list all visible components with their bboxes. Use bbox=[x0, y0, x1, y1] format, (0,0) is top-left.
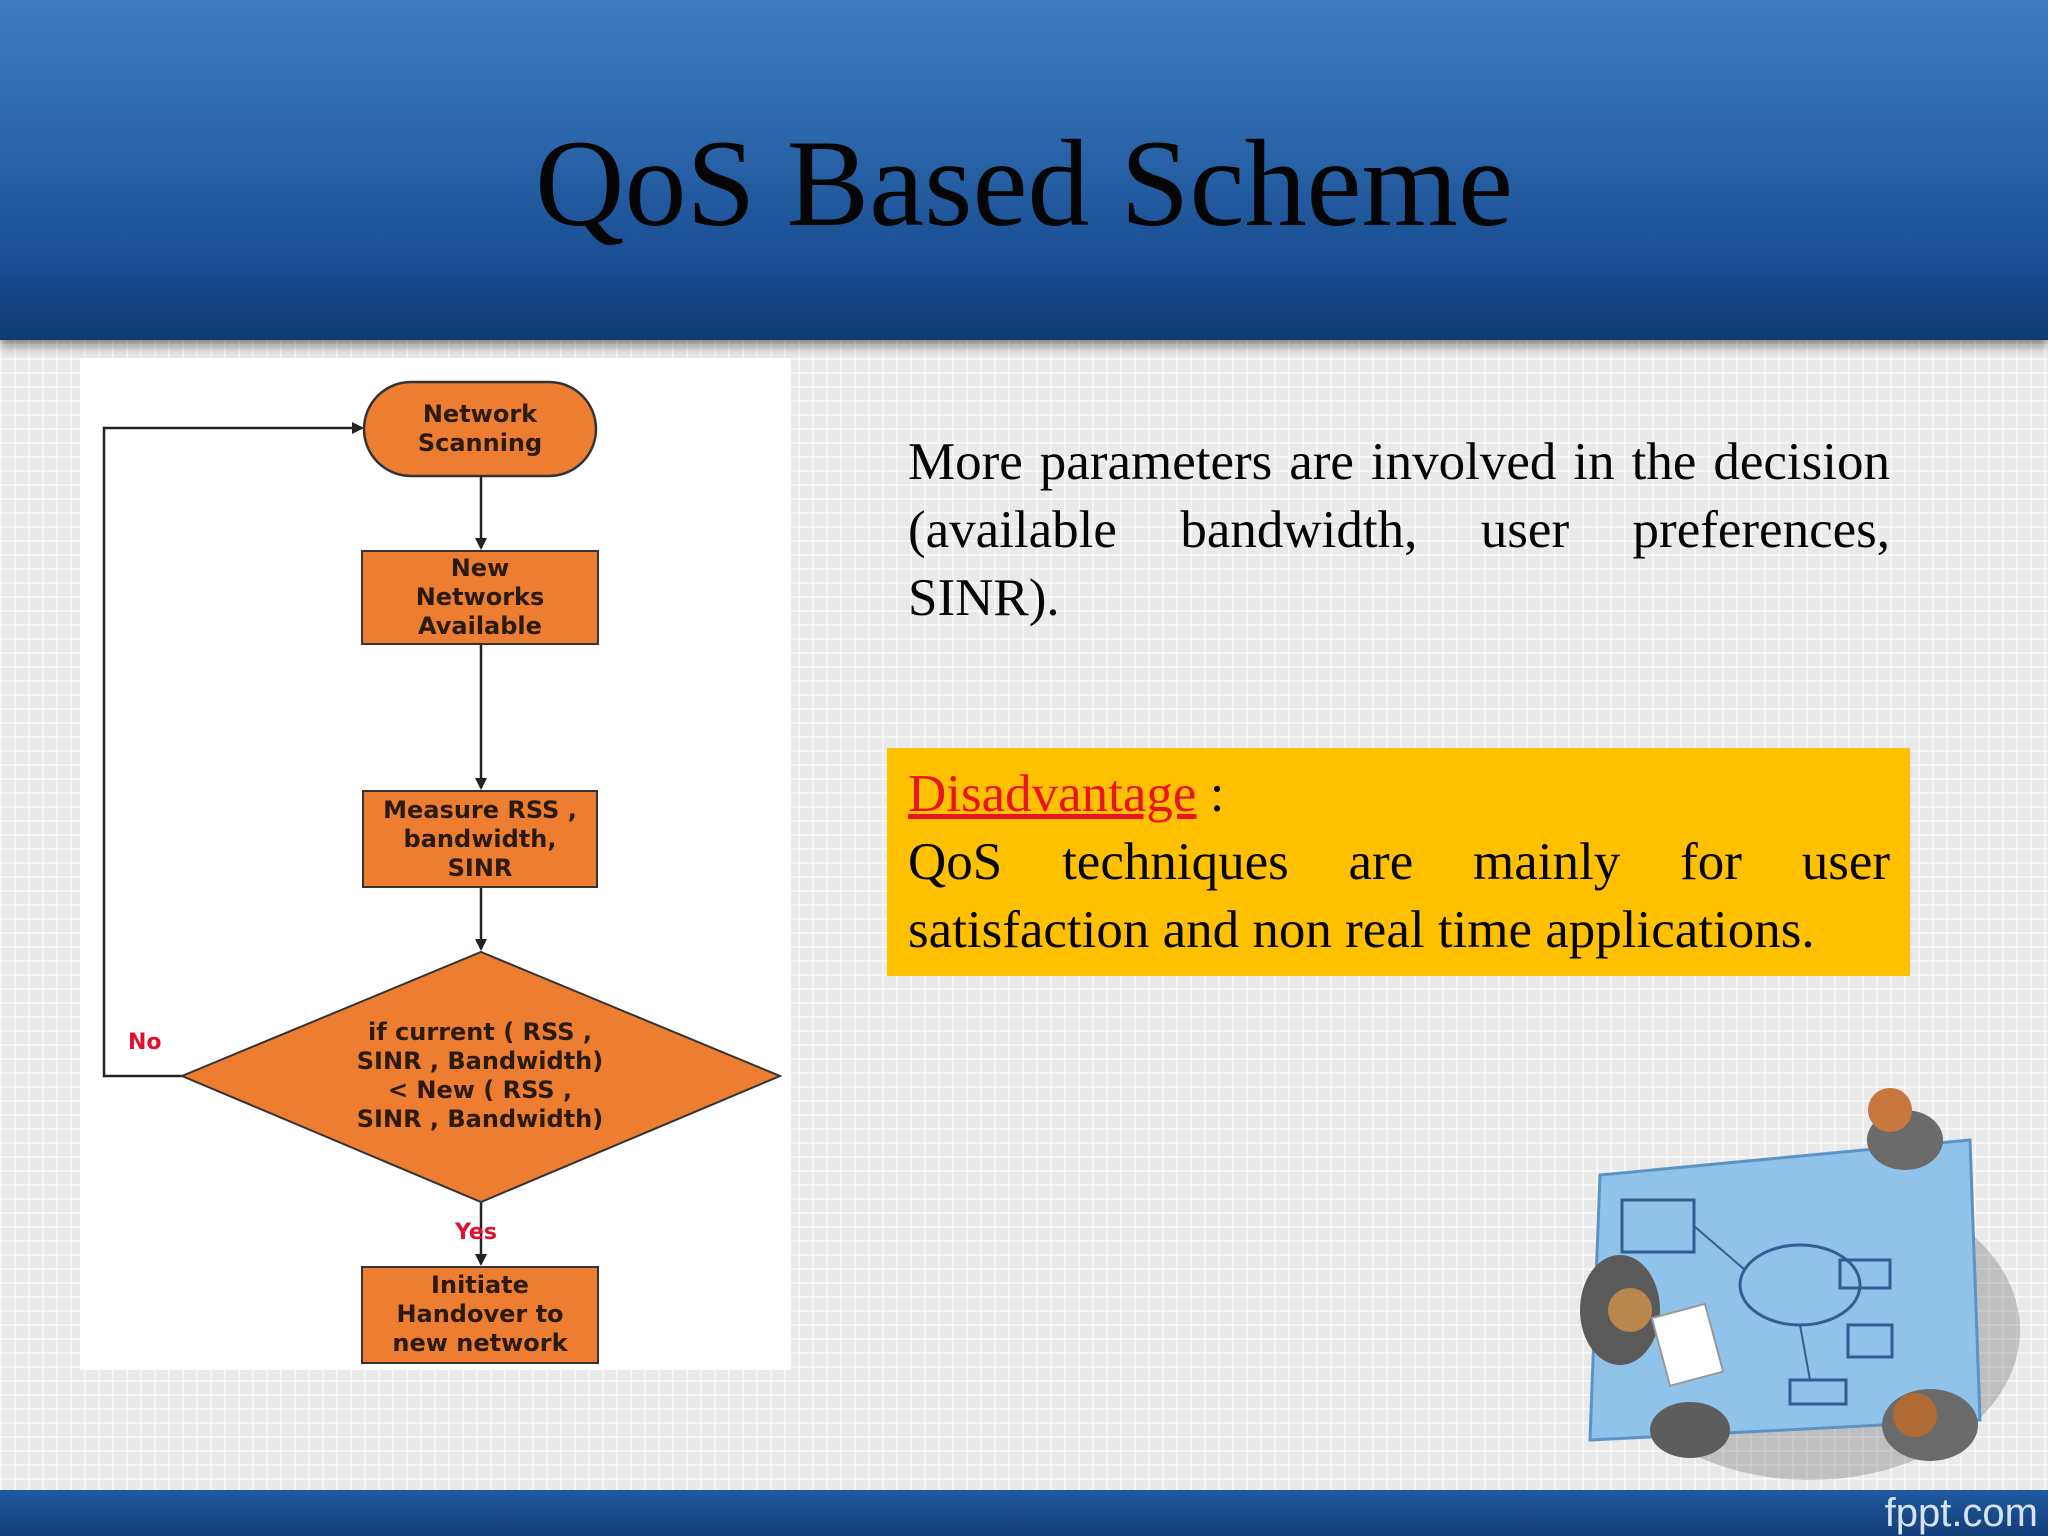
node-new-networks-shape bbox=[361, 550, 599, 645]
slide-footer: fppt.com bbox=[0, 1490, 2048, 1536]
disadvantage-label: Disadvantage bbox=[908, 765, 1197, 823]
node-decision-label: if current ( RSS , SINR , Bandwidth) < N… bbox=[356, 1018, 604, 1133]
node-network-scanning-label: Network Scanning bbox=[417, 400, 543, 457]
parameters-paragraph: More parameters are involved in the deci… bbox=[908, 433, 1890, 627]
flowchart-diagram bbox=[102, 380, 783, 1364]
edge-no-label: No bbox=[128, 1030, 162, 1055]
brand-watermark: fppt.com bbox=[1884, 1491, 2038, 1535]
node-measure-shape bbox=[362, 790, 598, 888]
node-measure-label: Measure RSS , bandwidth, SINR bbox=[383, 796, 577, 882]
edge-no-loop bbox=[102, 422, 364, 1078]
node-initiate-shape bbox=[361, 1266, 599, 1364]
disadvantage-box: Disadvantage : QoS techniques are mainly… bbox=[887, 748, 1910, 976]
slide-header: QoS Based Scheme bbox=[0, 0, 2048, 340]
node-decision-shape bbox=[179, 950, 783, 1204]
node-network-scanning-shape bbox=[362, 380, 598, 478]
flowchart-panel: Network Scanning New Networks Available … bbox=[80, 358, 791, 1370]
node-initiate-label: Initiate Handover to new network bbox=[392, 1271, 568, 1357]
node-new-networks-label: New Networks Available bbox=[415, 554, 545, 640]
team-planning-clipart bbox=[1580, 1088, 2020, 1480]
disadvantage-colon: : bbox=[1196, 765, 1225, 823]
edge-yes-label: Yes bbox=[455, 1220, 497, 1245]
disadvantage-text: QoS techniques are mainly for user satis… bbox=[908, 833, 1890, 959]
slide-title: QoS Based Scheme bbox=[534, 115, 1514, 252]
disadvantage-heading: Disadvantage : bbox=[908, 760, 1224, 828]
